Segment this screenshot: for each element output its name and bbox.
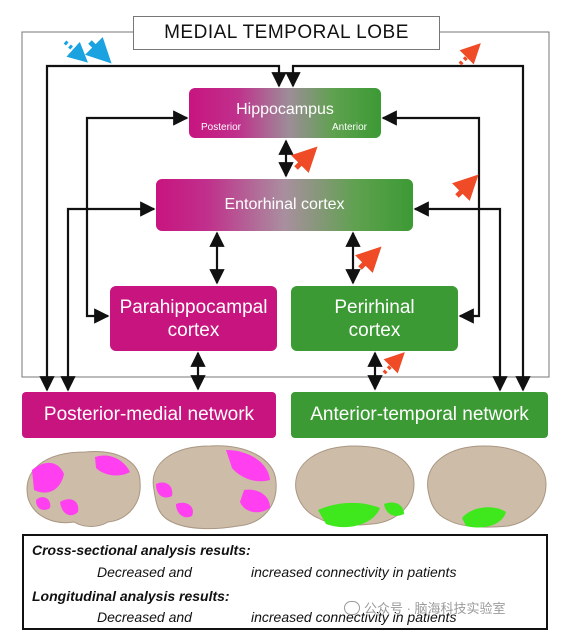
anterior-temporal-network-label: Anterior-temporal network [310, 404, 529, 425]
atn-to-hippocampus-line [285, 64, 531, 392]
hippocampus-anterior-label: Anterior [331, 122, 367, 133]
entorhinal-perirhinal-increased-arrow-icon [355, 246, 382, 273]
posterior-medial-network-label: Posterior-medial network [43, 404, 255, 425]
parahippocampal-label-line1: Parahippocampal [119, 296, 268, 318]
hippocampus-label: Hippocampus [236, 101, 334, 118]
legend-cross-title: Cross-sectional analysis results: [32, 542, 251, 558]
legend-box: Cross-sectional analysis results: Decrea… [22, 534, 548, 630]
cross-sectional-decreased-arrow-icon [85, 37, 112, 64]
entorhinal-label: Entorhinal cortex [224, 196, 345, 213]
brain-pm-medial [152, 445, 277, 530]
legend-cross-increased-text: increased connectivity in patients [251, 564, 457, 580]
atn-entorhinal-increased-arrow-icon [452, 174, 479, 201]
legend-long-increased-text: increased connectivity in patients [251, 609, 457, 625]
perirhinal-label-line1: Perirhinal [334, 296, 415, 318]
hippocampus-entorhinal-increased-arrow-icon [291, 146, 318, 173]
posterior-medial-network-node: Posterior-medial network [22, 392, 276, 438]
anterior-temporal-network-node: Anterior-temporal network [291, 392, 548, 438]
perirhinal-label-line2: cortex [348, 319, 401, 341]
brain-at-lateral [295, 445, 415, 528]
parahippocampal-label-line2: cortex [167, 319, 220, 341]
pmn-to-hippocampus-line [39, 64, 287, 392]
diagram-title: MEDIAL TEMPORAL LOBE [133, 16, 440, 50]
parahippocampal-node: Parahippocampal cortex [110, 286, 277, 351]
decreased-arrows-top [63, 37, 112, 64]
longitudinal-decreased-arrow-icon [63, 40, 88, 63]
wechat-logo-icon [344, 601, 360, 615]
hippocampus-posterior-label: Posterior [201, 122, 242, 133]
brain-pm-lateral [26, 451, 141, 527]
hippocampus-to-parahippocampal-line [85, 110, 189, 324]
hippocampus-to-perirhinal-line [381, 110, 481, 324]
perirhinal-atn-longitudinal-increased-arrow-icon [382, 352, 405, 375]
legend-long-title: Longitudinal analysis results: [32, 588, 230, 604]
legend-long-decreased-text: Decreased and [97, 609, 192, 625]
entorhinal-node: Entorhinal cortex [156, 179, 413, 231]
perirhinal-node: Perirhinal cortex [291, 286, 458, 351]
longitudinal-increased-arrow-icon [458, 43, 481, 66]
hippocampus-node: Hippocampus Posterior Anterior [189, 88, 381, 138]
legend-cross-decreased-text: Decreased and [97, 564, 192, 580]
watermark: 公众号 · 脑海科技实验室 [344, 598, 506, 617]
watermark-text: 公众号 · 脑海科技实验室 [364, 601, 506, 616]
brain-at-medial [427, 445, 547, 528]
